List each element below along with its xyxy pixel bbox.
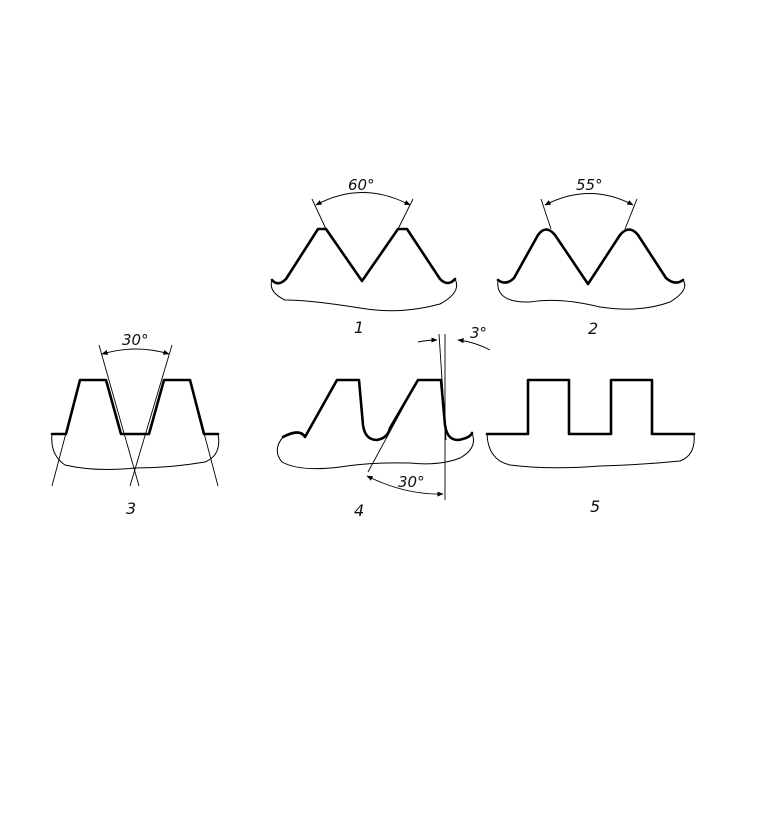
figure-2-rounded-thread: 55° 2 bbox=[496, 176, 686, 338]
figure-3-flank-line-1 bbox=[98, 344, 140, 487]
figure-1-flank-extension-right bbox=[397, 198, 414, 230]
figure-3-trapezoidal-thread: 30° 3 bbox=[50, 331, 220, 518]
figure-1-number: 1 bbox=[354, 318, 364, 337]
figure-3-angle-arc bbox=[101, 348, 170, 355]
figure-1-flank-extension-left bbox=[311, 198, 327, 230]
figure-4-angle-label: 30° bbox=[398, 473, 425, 491]
figure-4-profile-line bbox=[281, 378, 474, 442]
figure-2-flank-extension-left bbox=[540, 198, 552, 230]
figure-2-flank-extension-right bbox=[624, 198, 638, 230]
figure-4-30deg-arc bbox=[366, 475, 444, 497]
figure-1-hatched-body bbox=[270, 228, 458, 312]
figure-4-number: 4 bbox=[354, 501, 364, 520]
figure-1-triangular-thread: 60° 1 bbox=[270, 176, 458, 337]
figure-3-profile-line bbox=[50, 378, 220, 436]
figure-2-hatched-body bbox=[497, 229, 686, 310]
figure-1-profile-line bbox=[270, 227, 457, 285]
figure-5-hatched-body bbox=[486, 379, 695, 469]
figure-4-3deg-arc bbox=[457, 338, 491, 351]
figure-5-profile-line bbox=[485, 378, 696, 436]
figure-4-buttress-thread: 3° 30° 4 bbox=[276, 324, 491, 520]
figure-3-flank-line-4 bbox=[189, 379, 219, 487]
figure-4-3deg-arc-left bbox=[417, 337, 438, 343]
figure-3-flank-line-3 bbox=[51, 379, 81, 487]
figure-4-flank-angle-label: 3° bbox=[470, 324, 487, 342]
figure-2-angle-arc bbox=[544, 193, 634, 206]
figure-2-profile-line bbox=[496, 228, 685, 286]
figure-4-3deg-flank-extension bbox=[438, 333, 447, 441]
figure-3-flank-line-2 bbox=[129, 344, 173, 487]
figure-4-30deg-flank-extension bbox=[367, 379, 419, 473]
figure-5-rectangular-thread: 5 bbox=[485, 378, 696, 516]
figure-1-angle-arc bbox=[315, 192, 411, 206]
figure-1-angle-label: 60° bbox=[348, 176, 375, 194]
figure-2-angle-label: 55° bbox=[576, 176, 603, 194]
figure-5-number: 5 bbox=[590, 497, 600, 516]
figure-3-number: 3 bbox=[126, 499, 136, 518]
figure-2-number: 2 bbox=[588, 319, 598, 338]
figure-3-angle-label: 30° bbox=[122, 331, 149, 349]
